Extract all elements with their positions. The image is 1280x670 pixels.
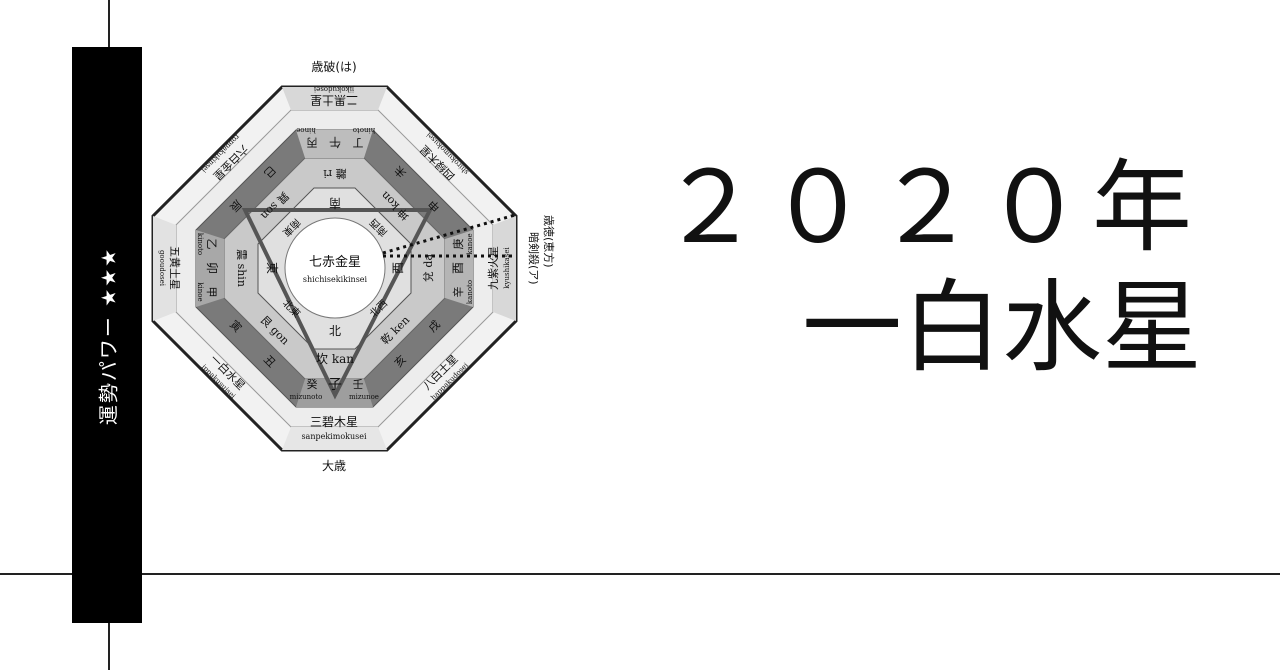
sector-west-outer: [493, 216, 516, 321]
stem-kanoto: 辛: [451, 287, 465, 298]
stem-hinoe: 丙: [307, 136, 318, 149]
horizontal-divider-line: [0, 573, 1280, 575]
outer-star-north-name: 三碧木星: [310, 415, 358, 429]
stem-mizunoe: 壬: [353, 378, 364, 391]
stem-hinoe-romaji: hinoe: [296, 126, 316, 134]
stem-kanoto-romaji: kanoto: [466, 280, 474, 304]
wedge-south: [296, 130, 373, 158]
wedge-east: [196, 230, 224, 307]
sector-east-outer: [153, 216, 176, 321]
trigram-da: 兌 da: [422, 254, 435, 283]
stem-mizunoe-romaji: mizunoe: [349, 393, 379, 401]
branch-u: 卯: [205, 262, 219, 274]
stem-kanoe-romaji: kanoe: [466, 233, 474, 254]
branch-uma: 午: [329, 135, 341, 149]
stem-hinoto: 丁: [353, 136, 364, 149]
center-star-romaji: shichisekikinsei: [303, 275, 368, 284]
right-label-auspicious: 歳徳(恵方): [542, 215, 556, 268]
title-star-name: 一白水星: [802, 269, 1202, 386]
inverted-triangle: [241, 208, 434, 400]
direction-north: 北: [329, 324, 341, 338]
dotted-line-upper: [382, 213, 516, 255]
outer-star-west-name: 九紫火星: [487, 246, 500, 290]
stem-kinoe: 甲: [205, 287, 218, 298]
sidebar-banner: [72, 47, 142, 623]
sector-north-outer: [282, 427, 387, 450]
stem-kanoe: 庚: [451, 239, 465, 250]
stem-kinoto: 乙: [205, 239, 218, 250]
outer-star-north-romaji: sanpekimokusei: [301, 432, 367, 441]
outer-star-east-name: 五黄土星: [168, 246, 182, 290]
direction-south: 南: [329, 196, 341, 211]
center-star-name: 七赤金星: [309, 254, 361, 270]
stem-kinoe-romaji: kinoe: [196, 282, 204, 301]
outer-star-south-romaji: jikokudosei: [313, 85, 355, 93]
trigram-kan: 坎 kan: [316, 352, 354, 366]
trigram-shin: 震 shin: [235, 249, 248, 287]
branch-ne: 子: [328, 377, 342, 393]
kyusei-direction-chart: 七赤金星 shichisekikinsei 歳破(は) 大歳 歳徳(恵方) 暗剣…: [151, 59, 556, 473]
trigram-ri: 離 ri: [323, 167, 347, 181]
outer-star-east-romaji: gooudosei: [158, 250, 166, 287]
direction-west: 西: [391, 262, 405, 274]
right-label-ankensatsu: 暗剣殺(ア): [527, 232, 541, 285]
center-circle: [284, 217, 386, 319]
wedge-west: [445, 230, 473, 307]
stem-kinoto-romaji: kinoto: [196, 233, 204, 255]
stem-hinoto-romaji: hinoto: [353, 126, 376, 134]
direction-east: 東: [265, 262, 279, 274]
stem-mizunoto-romaji: mizunoto: [290, 393, 323, 401]
bottom-label: 大歳: [322, 459, 346, 473]
title-year: ２０２０年: [660, 149, 1200, 266]
sector-south-outer: [282, 87, 387, 110]
stem-mizunoto: 癸: [307, 377, 318, 391]
outer-star-south-name: 二黒土星: [310, 93, 358, 107]
branch-tori: 酉: [451, 262, 465, 274]
top-label: 歳破(は): [311, 59, 356, 74]
outer-star-west-romaji: kyushikasei: [503, 247, 511, 289]
